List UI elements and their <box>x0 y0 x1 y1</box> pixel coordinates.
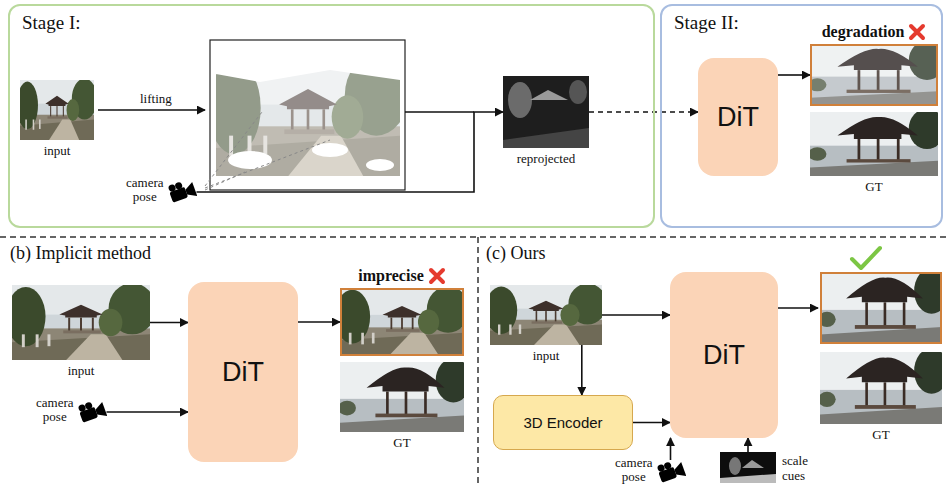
camera-text: camera pose <box>615 456 653 484</box>
connector-arrow <box>581 345 583 395</box>
image-frame <box>720 452 776 483</box>
image-frame <box>820 352 942 424</box>
dit-label: DiT <box>717 102 759 133</box>
panel-title: Stage II: <box>674 12 739 34</box>
image-frame <box>12 285 150 360</box>
image-node: GT <box>810 112 938 195</box>
dit-block: DiT <box>670 272 778 438</box>
panel-title: Stage I: <box>22 12 81 34</box>
image-node: input <box>20 80 94 159</box>
camera-icon <box>167 180 197 204</box>
connector-arrow <box>298 321 340 323</box>
camera-icon <box>77 400 107 424</box>
stage-panel: Stage II: DiT degradationGT <box>660 4 943 228</box>
connector-arrow <box>633 422 670 424</box>
connector-arrow <box>197 112 504 192</box>
image-node: input <box>12 285 150 379</box>
image-caption: input <box>68 363 95 379</box>
dit-label: DiT <box>222 357 264 388</box>
cross-mark <box>908 23 926 41</box>
camera-icon <box>656 460 686 484</box>
image-node: input <box>490 285 602 364</box>
connector-arrow <box>602 314 670 316</box>
caption-text: GT <box>393 435 410 451</box>
caption-text: input <box>44 143 71 159</box>
dit-block: DiT <box>698 58 778 176</box>
caption-text: GT <box>872 427 889 443</box>
camera-text: camera pose <box>126 176 164 204</box>
image-caption: GT <box>393 435 410 451</box>
image-frame <box>340 288 464 356</box>
image-caption: input <box>44 143 71 159</box>
image-caption: input <box>533 348 560 364</box>
camera-pose: camera pose <box>126 176 197 204</box>
connector-arrow <box>150 322 188 324</box>
image-caption: GT <box>865 179 882 195</box>
label-wrap: (c) Ours <box>486 243 545 264</box>
encoder-label: 3D Encoder <box>523 414 602 431</box>
connector-arrow <box>670 438 672 460</box>
connector-arrow <box>107 411 189 413</box>
caption-text: reprojected <box>517 151 575 167</box>
camera-label: camera pose <box>36 396 74 424</box>
image-frame <box>340 362 464 432</box>
figure-label: lifting <box>140 91 172 106</box>
image-frame <box>810 112 938 176</box>
connector-arrow <box>747 438 749 452</box>
figure-label: (c) Ours <box>486 243 545 263</box>
image-caption: scale cues <box>782 453 808 483</box>
image-node: GT <box>820 352 942 443</box>
camera-label: camera pose <box>126 176 164 204</box>
caption-text: input <box>68 363 95 379</box>
label-wrap: lifting <box>140 89 172 107</box>
image-node: GT <box>340 362 464 451</box>
caption-text: GT <box>865 179 882 195</box>
connector-arrow <box>589 111 698 113</box>
image-caption: imprecise <box>358 267 445 285</box>
dit-block: DiT <box>188 282 298 462</box>
image-frame <box>20 80 94 140</box>
image-caption: reprojected <box>517 151 575 167</box>
dit-label: DiT <box>703 340 745 371</box>
image-node: reprojected <box>503 76 589 167</box>
connector-arrow <box>778 74 810 76</box>
image-caption: GT <box>872 427 889 443</box>
image-node: degradation <box>810 23 938 106</box>
camera-label: camera pose <box>615 456 653 484</box>
image-frame <box>503 76 589 148</box>
caption-text: input <box>533 348 560 364</box>
image-frame <box>490 285 602 345</box>
stage-panel: Stage I: input camera pose reprojected <box>8 4 655 228</box>
image-caption: degradation <box>822 23 927 41</box>
caption-text: scale cues <box>782 453 808 483</box>
image-frame <box>810 44 938 106</box>
label-wrap: (b) Implicit method <box>10 243 151 264</box>
image-node: imprecise <box>340 267 464 356</box>
cross-mark <box>428 267 446 285</box>
camera-pose: camera pose <box>615 456 686 484</box>
camera-pose: camera pose <box>36 396 107 424</box>
encoder-block: 3D Encoder <box>493 395 633 450</box>
camera-text: camera pose <box>36 396 74 424</box>
caption-text: imprecise <box>358 267 423 285</box>
caption-text: degradation <box>822 23 905 41</box>
image-node: scale cues <box>720 452 808 483</box>
figure-label: (b) Implicit method <box>10 243 151 263</box>
